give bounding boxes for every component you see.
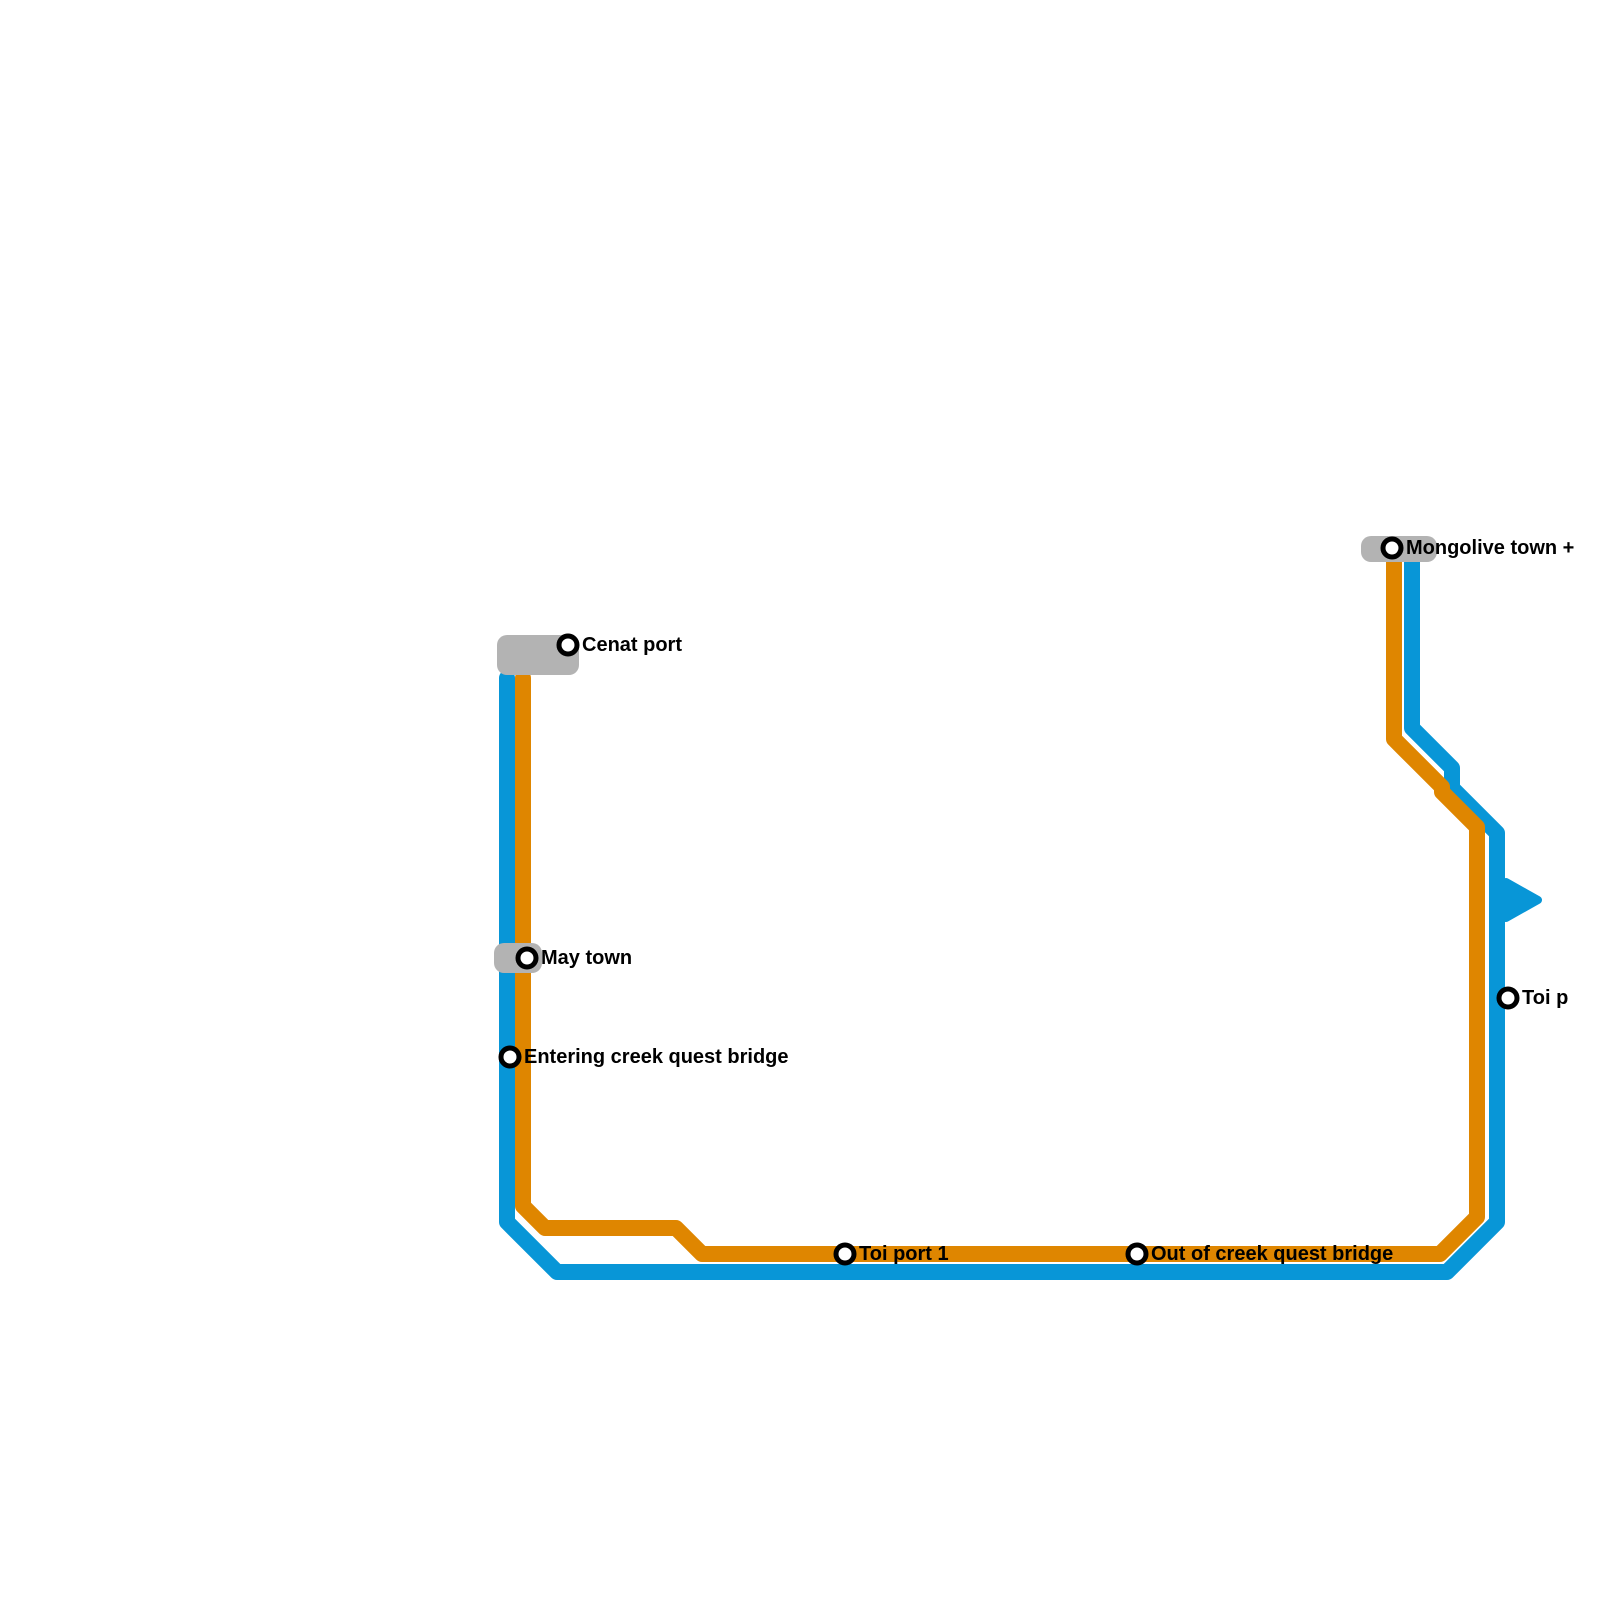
station-label-toi-port-right: Toi p <box>1522 987 1568 1009</box>
station-marker-toi-port-1[interactable] <box>833 1242 857 1266</box>
station-label-toi-port-1: Toi port 1 <box>859 1243 949 1265</box>
station-marker-cenat-port[interactable] <box>556 633 580 657</box>
station-label-cenat-port: Cenat port <box>582 634 682 656</box>
station-marker-mongolive-town[interactable] <box>1380 536 1404 560</box>
blue-direction-arrow-icon <box>1502 878 1542 922</box>
station-label-out-of-creek-quest-bridge: Out of creek quest bridge <box>1151 1243 1393 1265</box>
station-label-mongolive-town: Mongolive town + <box>1406 537 1574 559</box>
orange-line-path <box>515 548 1485 1262</box>
blue-line-path <box>499 548 1505 1280</box>
station-label-may-town: May town <box>541 947 632 969</box>
station-marker-may-town[interactable] <box>515 946 539 970</box>
station-marker-toi-port-right[interactable] <box>1496 986 1520 1010</box>
station-marker-out-of-creek-quest-bridge[interactable] <box>1125 1242 1149 1266</box>
station-marker-entering-creek-quest-bridge[interactable] <box>498 1045 522 1069</box>
station-label-entering-creek-quest-bridge: Entering creek quest bridge <box>524 1046 789 1068</box>
